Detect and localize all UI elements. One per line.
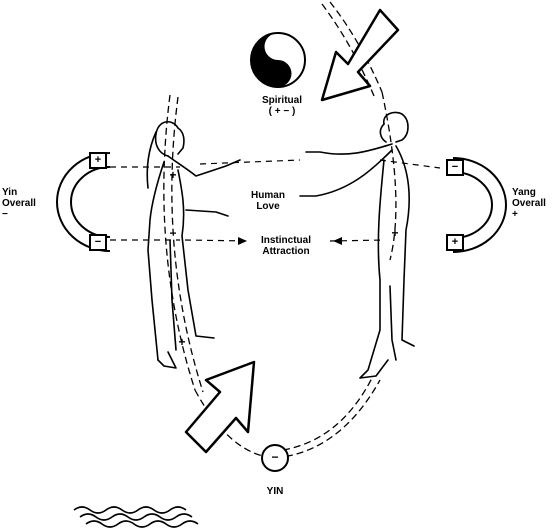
love-text: Love	[256, 201, 280, 212]
yin-text: Yin	[2, 187, 18, 198]
yin-yang-icon	[250, 32, 306, 88]
spiritual-polarity: ( + − )	[268, 106, 296, 117]
right-magnet-top-sign: −	[451, 161, 459, 173]
human-love-label: Human Love	[238, 190, 298, 212]
attraction-arrows	[238, 237, 342, 245]
yang-overall-text: Overall	[512, 198, 546, 209]
right-magnet-icon	[446, 157, 507, 253]
female-foot-mark: +	[178, 335, 186, 349]
yin-bottom-label: YIN	[266, 486, 284, 497]
spiritual-label: Spiritual ( + − )	[252, 95, 312, 117]
female-figure	[146, 121, 241, 369]
male-figure	[299, 111, 415, 379]
arrow-inflow-icon	[320, 8, 400, 102]
yang-text: Yang	[512, 187, 536, 198]
left-magnet-bottom-sign: −	[94, 236, 102, 248]
male-hip-mark: +	[391, 226, 399, 240]
yang-overall-label: Yang Overall +	[512, 187, 556, 220]
female-lower-mark: −	[169, 226, 177, 240]
left-magnet-icon	[56, 152, 111, 252]
yin-overall-text: Overall	[2, 198, 36, 209]
yin-circle-icon	[261, 444, 289, 472]
yin-overall-sign: −	[2, 209, 8, 220]
right-magnet-bottom-sign: +	[451, 236, 459, 248]
instinctual-attraction-label: Instinctual Attraction	[250, 235, 322, 257]
spiritual-text: Spiritual	[261, 95, 302, 106]
instinctual-text: Instinctual	[260, 235, 311, 246]
yin-overall-label: Yin Overall −	[2, 187, 46, 220]
field-lines	[110, 159, 441, 242]
female-chest-mark: +	[169, 168, 177, 182]
yang-overall-sign: +	[512, 209, 518, 220]
human-text: Human	[251, 190, 285, 201]
yin-circle-sign: −	[271, 450, 279, 464]
attraction-text: Attraction	[262, 246, 310, 257]
left-magnet-top-sign: +	[94, 154, 102, 166]
arrow-upflow-icon	[184, 360, 256, 454]
water-waves-icon	[73, 506, 199, 528]
